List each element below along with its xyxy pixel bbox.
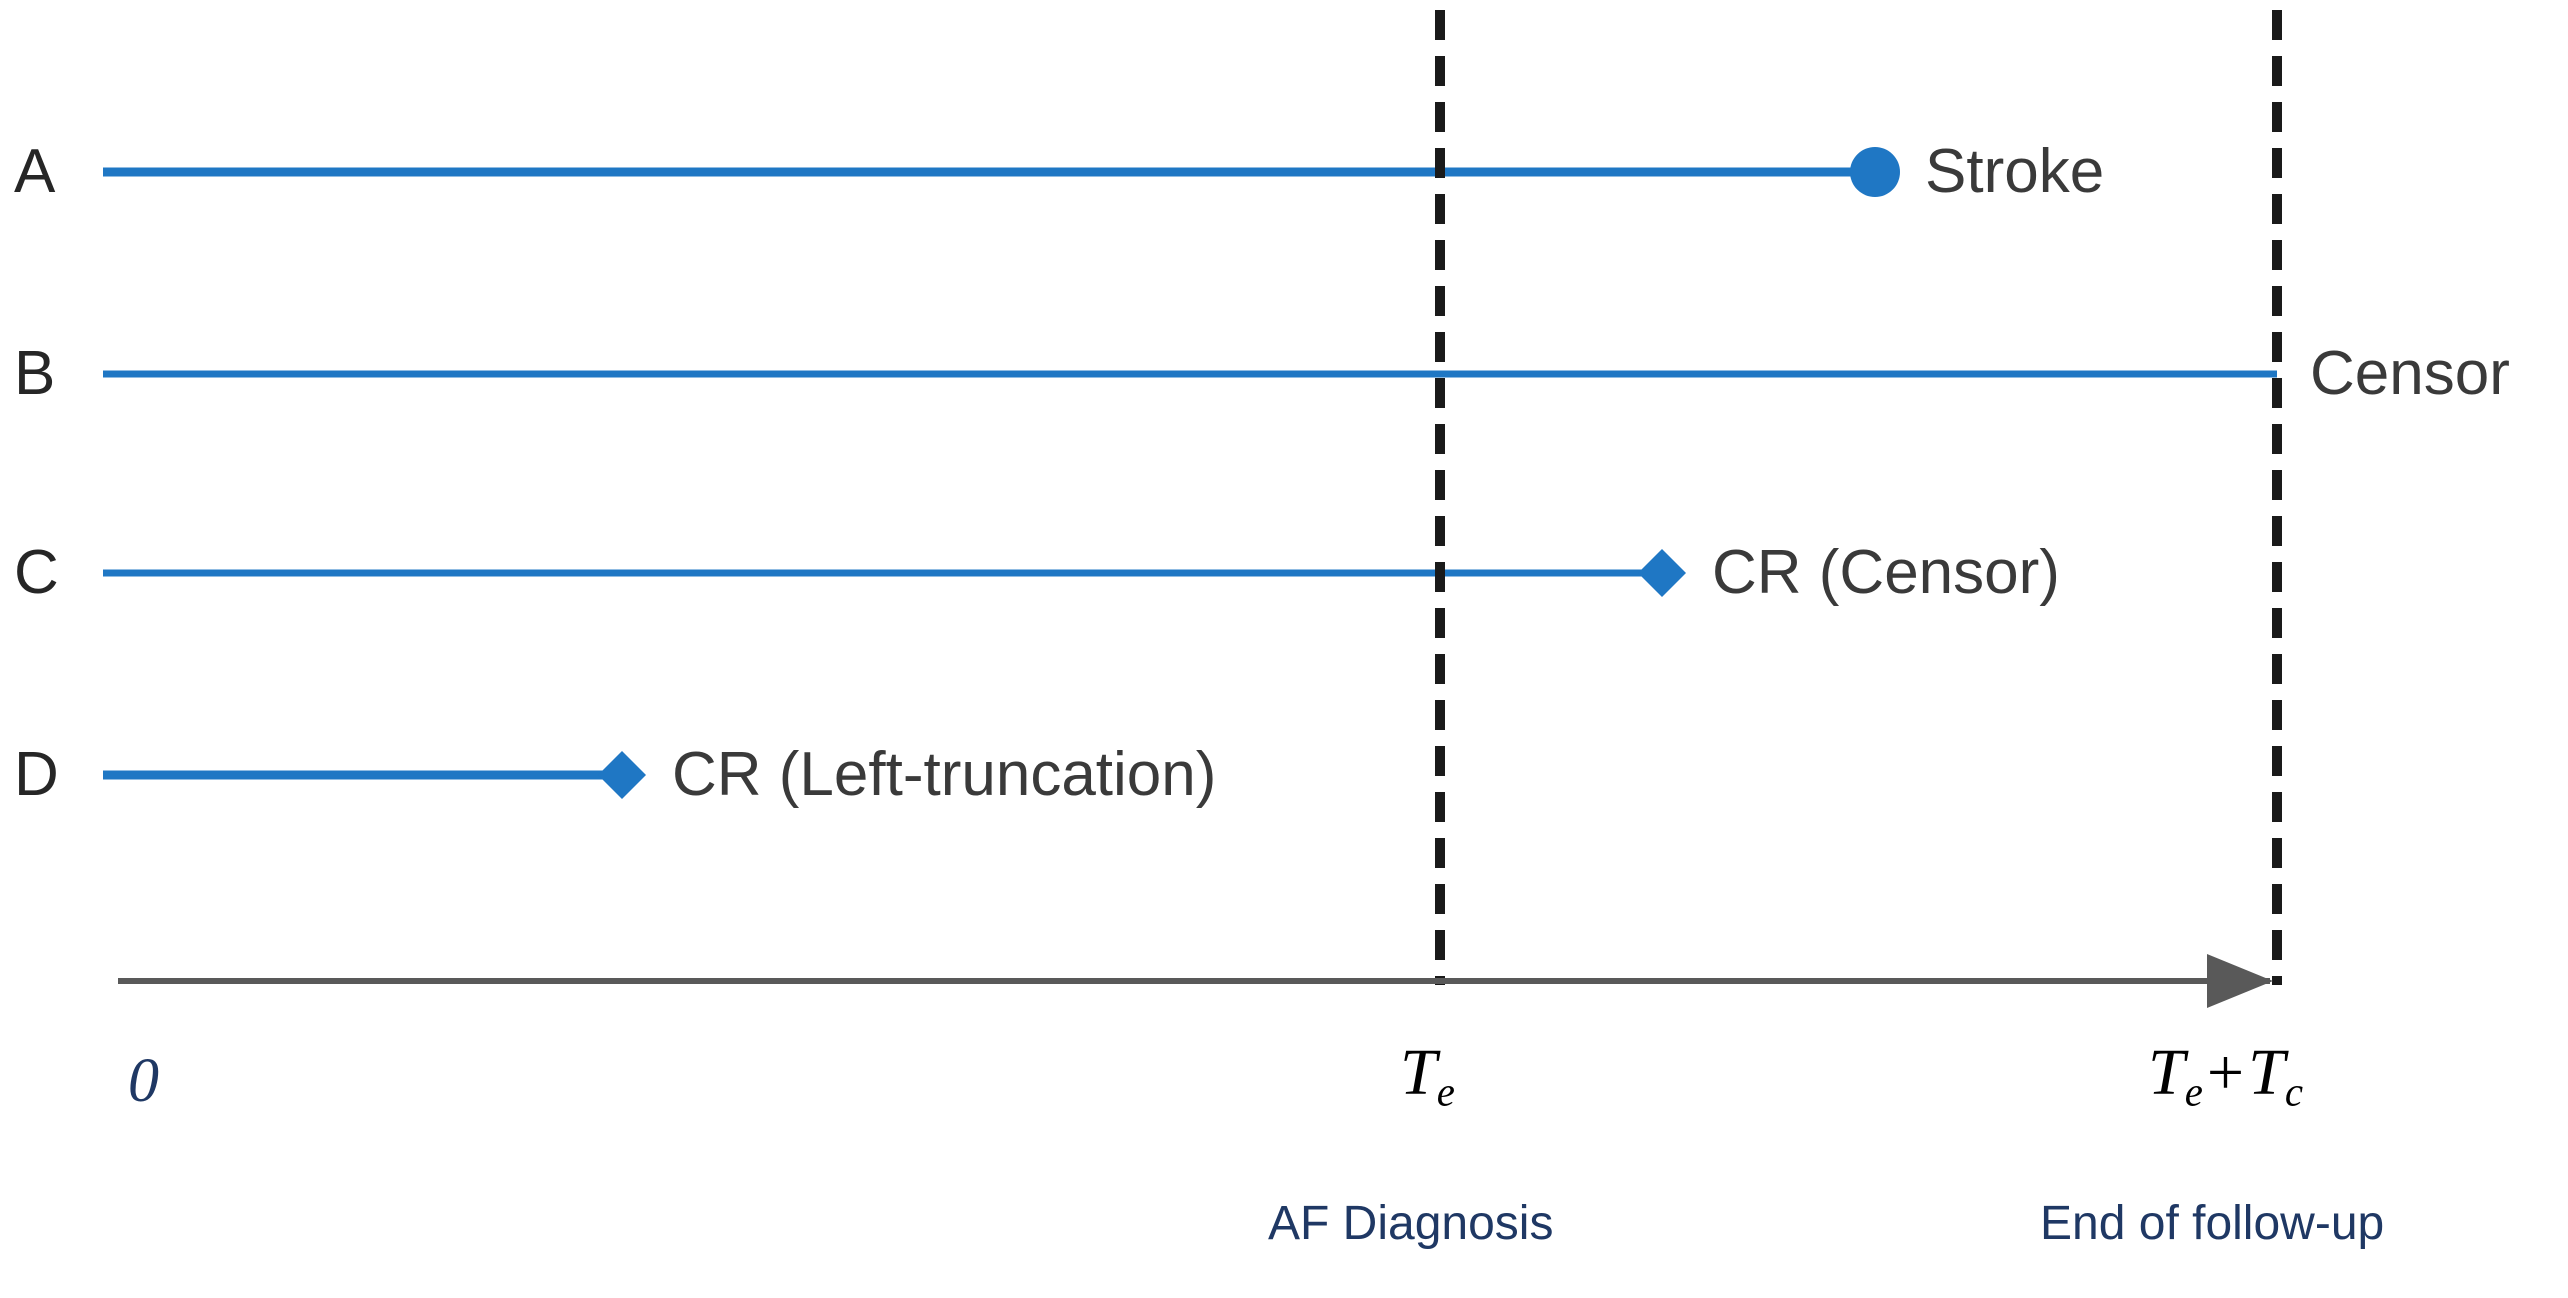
axis-tick-te-base: T xyxy=(1400,1036,1437,1109)
event-label-cr-left-truncation: CR (Left-truncation) xyxy=(672,740,1217,809)
subject-lines xyxy=(103,167,2277,780)
axis-tick-tc-sub2: c xyxy=(2284,1069,2303,1115)
row-label-d: D xyxy=(14,740,59,809)
row-label-a: A xyxy=(14,137,56,206)
row-label-c: C xyxy=(14,538,59,607)
axis-tick-tc-operator: + xyxy=(2206,1036,2245,1109)
annotation-end-of-follow-up: End of follow-up xyxy=(2040,1197,2385,1250)
axis-tick-te-sub: e xyxy=(1436,1069,1455,1115)
cr-left-truncation-marker-icon xyxy=(598,751,646,799)
row-label-b: B xyxy=(14,339,56,408)
cr-censor-marker-icon xyxy=(1638,549,1686,597)
axis-tick-tc-base1: T xyxy=(2148,1036,2185,1109)
axis-tick-te: Te xyxy=(1400,1040,1455,1113)
stroke-marker-icon xyxy=(1850,147,1900,197)
axis-tick-te-plus-tc: Te+Tc xyxy=(2148,1040,2303,1113)
event-label-cr-censor: CR (Censor) xyxy=(1712,538,2060,607)
axis-tick-zero: 0 xyxy=(128,1047,159,1115)
axis-tick-tc-base2: T xyxy=(2248,1036,2285,1109)
axis-tick-tc-sub1: e xyxy=(2184,1069,2203,1115)
event-label-censor: Censor xyxy=(2310,339,2510,408)
event-label-stroke: Stroke xyxy=(1925,137,2105,206)
annotation-af-diagnosis: AF Diagnosis xyxy=(1268,1197,1554,1250)
event-markers xyxy=(598,147,1900,799)
reference-lines xyxy=(1435,10,2282,985)
